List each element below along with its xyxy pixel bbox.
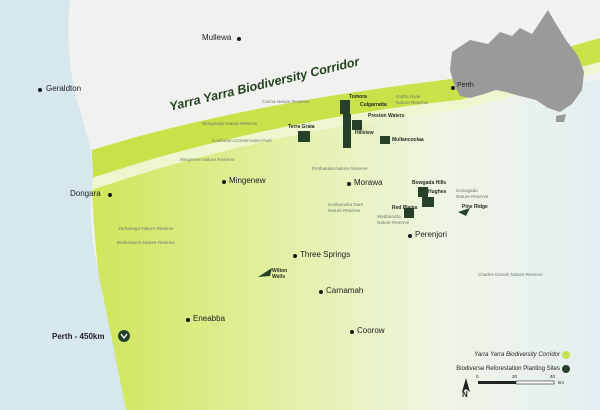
site-preston-waters: Preston Waters	[368, 113, 405, 119]
reserve-yardanogo: Yardanogo Nature Reserve	[118, 226, 174, 231]
chevron-down-glyph	[120, 333, 128, 340]
town-mullewa: Mullewa	[202, 33, 232, 42]
site-hughes: Hughes	[428, 189, 447, 195]
reserve-charles-darwin: Charles Darwin Nature Reserve	[478, 272, 543, 277]
site-culgarratta: Culgarratta	[360, 102, 387, 108]
legend-corridor-label: Yarra Yarra Biodiversity Corridor	[474, 352, 560, 358]
scale-label-end: 40	[550, 374, 556, 379]
legend-sites-swatch	[562, 365, 570, 373]
planting-sites	[258, 100, 470, 277]
north-label: N	[462, 390, 468, 399]
site-tomora-shape	[340, 100, 350, 114]
town-dot-dongara	[108, 193, 112, 197]
town-perth: Perth	[457, 82, 474, 89]
reserve-koolanooka: Koolanooka Dam Nature Reserve	[328, 202, 364, 213]
site-bowgada-shape	[418, 187, 428, 197]
town-dot-perth	[451, 86, 455, 90]
site-wilton-wells-shape	[258, 268, 272, 277]
town-dot-mullewa	[237, 37, 241, 41]
town-eneabba: Eneabba	[193, 314, 226, 323]
reserve-mingenew: Mingenew Nature Reserve	[180, 157, 235, 162]
town-perth-distance: Perth - 450km	[52, 332, 105, 341]
scale-label-mid: 20	[512, 374, 518, 379]
town-dot-eneabba	[186, 318, 190, 322]
site-hillview: Hillview	[355, 130, 374, 136]
reserve-dowsgada: Dowsgada Nature Reserve	[456, 188, 489, 199]
town-dot-three-springs	[293, 254, 297, 258]
site-pine-ridge-shape	[458, 208, 470, 216]
site-preston-shape	[352, 120, 362, 130]
site-wilton-wells: Wilton Wells	[272, 268, 288, 280]
reserve-wedbandra: Wedbandra Nature Reserve	[377, 214, 410, 225]
town-dot-morawa	[347, 182, 351, 186]
town-dot-perenjori	[408, 234, 412, 238]
reserve-gutha-soak: Gutha Soak Nature Reserve	[396, 94, 429, 105]
site-terra-grata: Terra Grata	[288, 124, 315, 130]
town-mingenew: Mingenew	[229, 176, 266, 185]
scale-unit: km	[558, 380, 564, 385]
town-dot-mingenew	[222, 180, 226, 184]
chevron-down-icon[interactable]	[118, 330, 130, 342]
legend-corridor-swatch	[562, 351, 570, 359]
reserve-wongoody: Wongoody Nature Reserve	[202, 121, 258, 126]
scale-bar-light	[515, 380, 555, 385]
site-mullancoolaa: Mullancoolaa	[392, 137, 424, 143]
site-mullancoolaa-shape	[380, 136, 390, 144]
town-dongara: Dongara	[70, 189, 101, 198]
reserve-canna: Canna Nature Reserve	[262, 99, 309, 104]
town-dot-geraldton	[38, 88, 42, 92]
town-coorow: Coorow	[357, 326, 385, 335]
site-bowgada-hills: Bowgada Hills	[412, 180, 447, 186]
tasmania-inset	[556, 114, 566, 122]
site-hughes-shape	[422, 197, 434, 207]
corridor-region	[92, 80, 600, 410]
legend-sites-label: Biodiverse Reforestation Planting Sites	[456, 366, 560, 372]
town-dot-coorow	[350, 330, 354, 334]
site-tomora: Tomora	[349, 94, 367, 100]
site-hillview-shape	[343, 114, 351, 148]
site-red-plains-shape	[404, 208, 414, 218]
town-perenjori: Perenjori	[415, 230, 448, 239]
reserve-coalseam: Coalseam Conservation Park	[212, 138, 272, 143]
site-pine-ridge: Pine Ridge	[462, 204, 488, 210]
site-red-plains: Red Plains	[392, 205, 418, 211]
town-three-springs: Three Springs	[300, 250, 351, 259]
ocean	[0, 0, 126, 410]
town-dot-carnamah	[319, 290, 323, 294]
town-carnamah: Carnamah	[326, 286, 364, 295]
reserve-beekeepers: Beekeepers Nature Reserve	[117, 240, 175, 245]
town-geraldton: Geraldton	[46, 84, 82, 93]
site-terra-grata-shape	[298, 131, 310, 142]
reserve-pintharuka: Pintharuka Nature Reserve	[312, 166, 368, 171]
australia-inset	[450, 10, 584, 112]
scale-label-zero: 0	[476, 374, 479, 379]
scale-bar-dark	[478, 381, 516, 384]
north-arrow-icon	[462, 378, 470, 392]
town-morawa: Morawa	[354, 178, 383, 187]
